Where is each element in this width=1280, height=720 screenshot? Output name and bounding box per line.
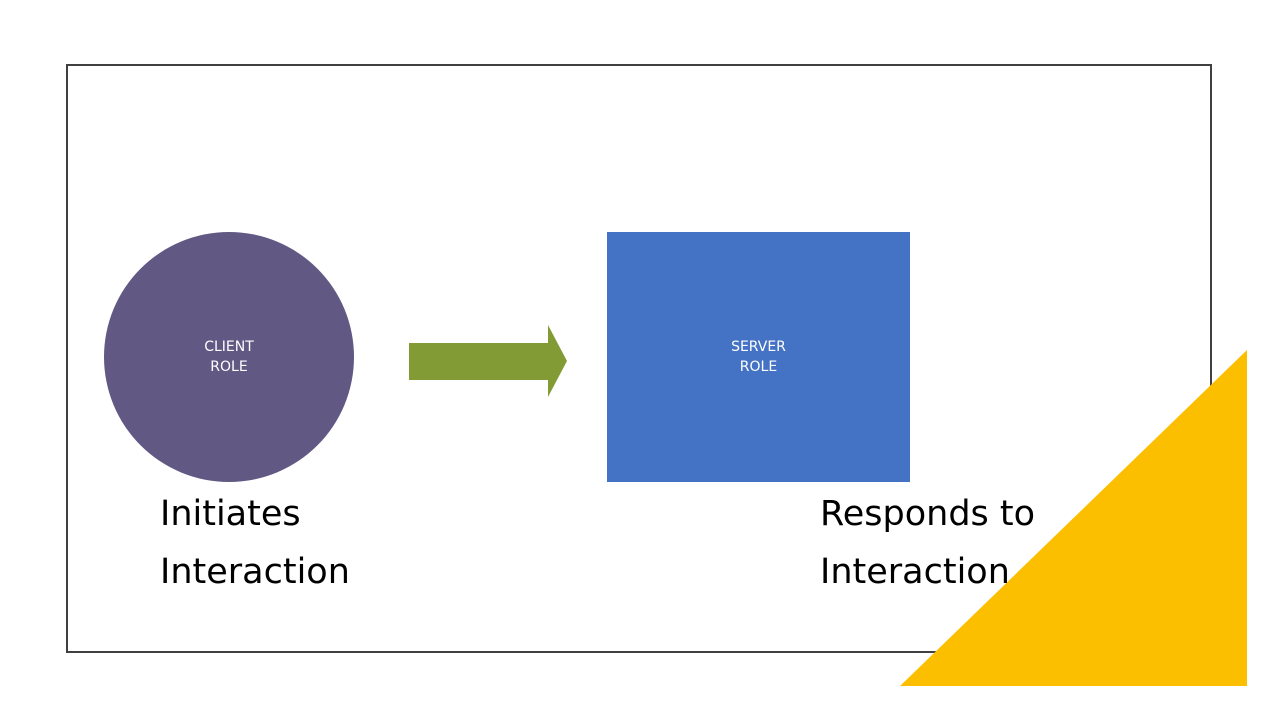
arrow-shape [409, 325, 567, 397]
right-arrow-icon [409, 325, 567, 397]
accent-triangle-shape [900, 350, 1247, 686]
client-label-line2: ROLE [210, 359, 248, 375]
server-role-node: SERVER ROLE [607, 232, 910, 482]
server-caption-line1: Responds to [820, 494, 1036, 534]
slide-frame [66, 64, 1212, 653]
accent-triangle [900, 350, 1247, 686]
server-caption-line2: Interaction [820, 552, 1010, 592]
client-label-line1: CLIENT [204, 339, 254, 355]
client-role-node: CLIENT ROLE [104, 232, 354, 482]
server-label-line1: SERVER [731, 339, 786, 355]
client-caption: Initiates Interaction [160, 485, 350, 601]
server-caption: Responds to Interaction [820, 485, 1035, 601]
client-caption-line1: Initiates [160, 494, 301, 534]
server-label-line2: ROLE [739, 359, 778, 375]
server-role-label: SERVER ROLE [699, 337, 819, 377]
client-role-label: CLIENT ROLE [169, 337, 289, 377]
client-caption-line2: Interaction [160, 552, 350, 592]
